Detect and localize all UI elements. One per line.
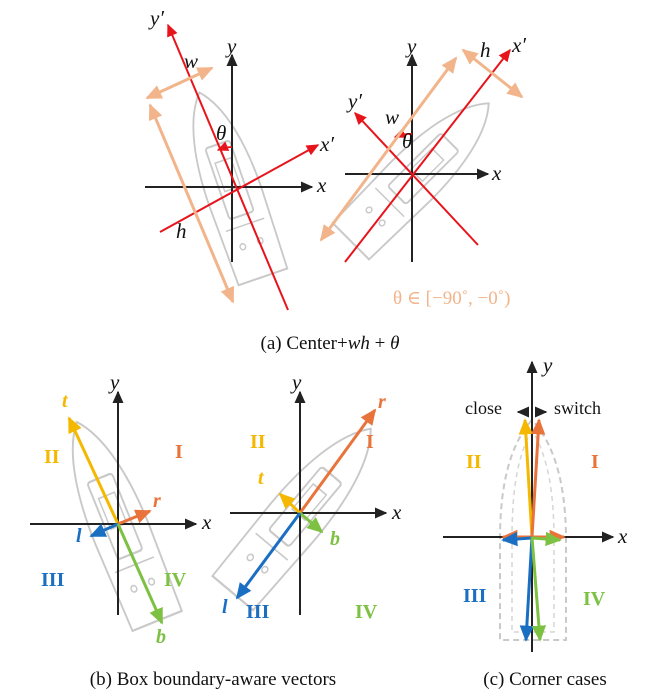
w-label: w (184, 49, 198, 73)
quadrant-iv: IV (583, 588, 606, 610)
vector-t (278, 492, 302, 515)
panel-b-right: x y r t b l II I III IV (209, 370, 402, 623)
vector-r (530, 418, 546, 538)
label-t: t (258, 467, 265, 489)
h-dimension (461, 48, 524, 99)
x-prime-axis (344, 48, 511, 263)
quadrant-iv: IV (164, 569, 187, 591)
y-prime-label: y′ (148, 6, 164, 30)
quadrant-i: I (366, 431, 374, 453)
y-prime-label: y′ (346, 89, 362, 113)
label-l: l (76, 525, 82, 547)
x-prime-label: x′ (511, 33, 526, 57)
quadrant-i: I (175, 441, 183, 463)
quadrant-i: I (591, 451, 599, 473)
label-r: r (153, 490, 161, 512)
vector-b (519, 536, 535, 642)
label-r: r (378, 391, 386, 413)
vector-t (67, 416, 120, 525)
y-axis-label: y (225, 34, 237, 58)
h-label: h (480, 38, 491, 62)
quadrant-ii: II (466, 451, 482, 473)
ship-outline-dashed (499, 418, 567, 641)
quadrant-iii: III (41, 569, 65, 591)
w-dimension (319, 56, 458, 242)
x-axis-label: x (617, 524, 628, 548)
panel-c: x y close switch II I III IV (443, 353, 628, 652)
vector-l (501, 531, 533, 547)
y-axis-label: y (405, 34, 417, 58)
x-axis-label: x (391, 500, 402, 524)
theta-label: θ (216, 121, 226, 145)
label-l: l (222, 596, 228, 618)
x-axis-label: x (491, 161, 502, 185)
caption-c: (c) Corner cases (483, 669, 606, 690)
quadrant-ii: II (44, 446, 60, 468)
w-label: w (385, 105, 399, 129)
panel-a-left: x y x′ y′ θ w h (145, 6, 334, 311)
caption-b: (b) Box boundary-aware vectors (90, 669, 336, 690)
h-label: h (176, 219, 187, 243)
vector-r (117, 509, 152, 526)
vector-l (89, 522, 119, 538)
y-axis-label: y (541, 353, 553, 377)
quadrant-iii: III (463, 585, 487, 607)
quadrant-iii: III (246, 601, 270, 623)
y-axis-label: y (108, 370, 120, 394)
panel-a-right: x y x′ y′ θ h w θ ∈ [−90˚, −0˚) (319, 33, 526, 309)
close-label: close (465, 398, 502, 418)
label-b: b (330, 528, 340, 550)
h-dimension (148, 103, 235, 304)
vector-t (518, 418, 534, 538)
w-dimension (145, 66, 214, 100)
caption-a: (a) Center+wh + θ (261, 333, 400, 354)
x-axis-label: x (201, 510, 212, 534)
vector-b-short (531, 531, 562, 547)
y-axis-label: y (290, 370, 302, 394)
label-b: b (156, 626, 166, 648)
x-axis-label: x (316, 173, 327, 197)
vector-l (235, 512, 302, 600)
theta-label: θ (402, 129, 412, 153)
quadrant-iv: IV (355, 601, 378, 623)
vector-r (298, 408, 377, 514)
vector-b (299, 511, 324, 534)
switch-label: switch (554, 398, 601, 418)
quadrant-ii: II (250, 431, 266, 453)
panel-b-left: x y t r l b II I III IV (30, 370, 212, 648)
x-prime-label: x′ (319, 132, 334, 156)
theta-range-label: θ ∈ [−90˚, −0˚) (393, 288, 510, 309)
vector-b-green (530, 536, 547, 642)
vector-b (116, 523, 164, 625)
label-t: t (62, 390, 69, 412)
